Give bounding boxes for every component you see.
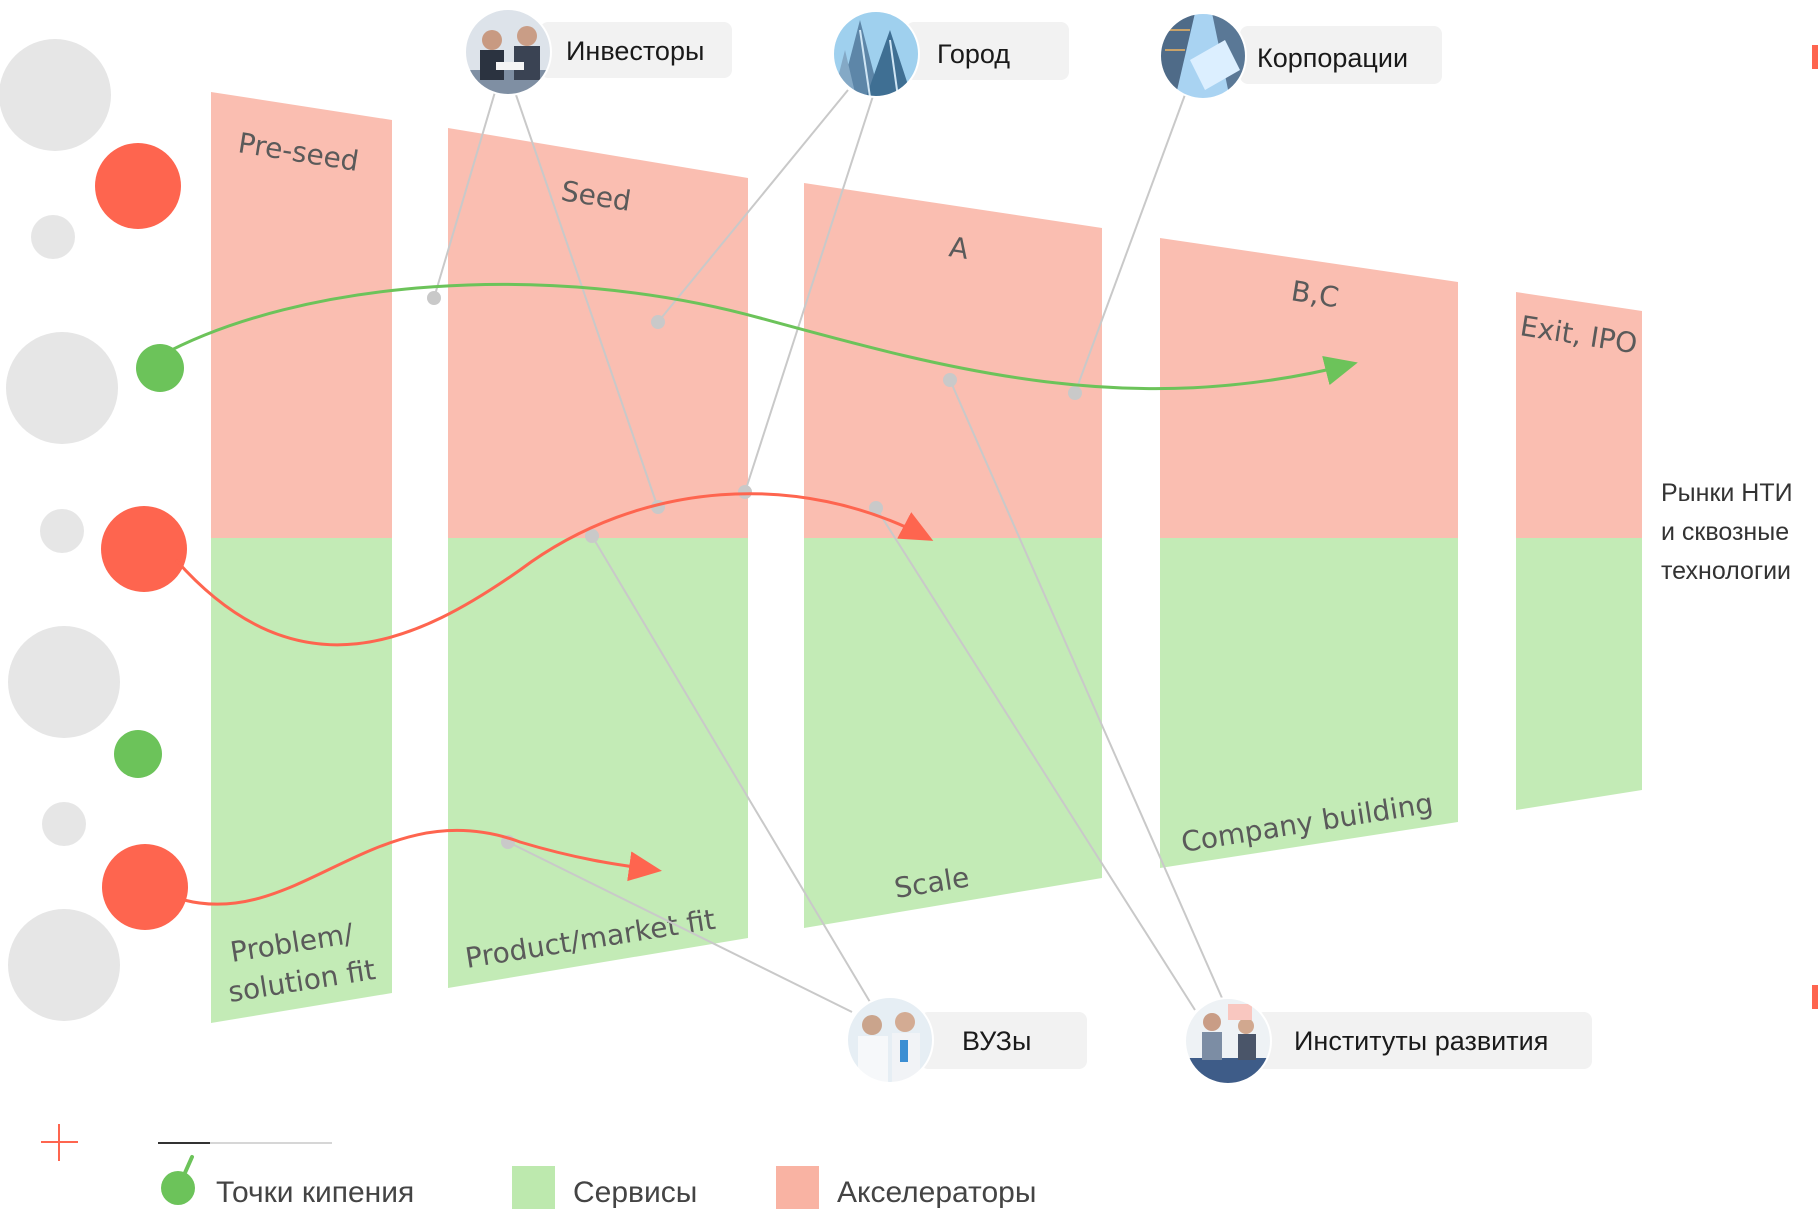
accelerator-panel (1516, 292, 1642, 538)
universities-photo-icon (847, 997, 933, 1083)
junction-dot (651, 315, 665, 329)
stage-seed (448, 128, 748, 988)
junction-dot (869, 501, 883, 515)
grey-dot (40, 509, 84, 553)
edge-marker (1812, 45, 1818, 69)
connector-line (514, 91, 659, 509)
actor-label-box (1256, 1012, 1592, 1069)
side-note-line: Рынки НТИ (1661, 479, 1793, 507)
red-dot (95, 143, 181, 229)
stage-label: B,C (1289, 274, 1341, 314)
plus-decoration (41, 1124, 78, 1161)
connector-line (949, 379, 1223, 999)
junction-dot (738, 485, 752, 499)
investors-photo-icon (465, 9, 551, 95)
city-photo-icon (833, 11, 919, 97)
service-panel (1516, 538, 1642, 810)
connector-line (657, 89, 849, 323)
actor-label: Инвесторы (566, 36, 704, 66)
grey-dot (31, 215, 75, 259)
actor-label: Корпорации (1257, 43, 1408, 73)
grey-dot (0, 39, 111, 151)
connector-lines (433, 89, 1223, 1013)
green-dot (136, 344, 184, 392)
development-institutes-photo-icon (1185, 998, 1271, 1084)
accelerator-panel (804, 183, 1102, 538)
accelerator-panel (1160, 238, 1458, 538)
services-legend-swatch (512, 1166, 555, 1209)
service-panel (211, 538, 392, 1023)
green-flow-arrow (159, 282, 1358, 391)
red-flow-arrow (183, 828, 662, 906)
junction-dot (427, 291, 441, 305)
actor-label-box (920, 1012, 1087, 1069)
stage-exit-ipo (1516, 292, 1642, 810)
legend-label: Точки кипения (216, 1176, 414, 1209)
points-legend-icon-stem (182, 1155, 194, 1177)
legend-label: Акселераторы (837, 1176, 1036, 1209)
accelerator-panel (211, 92, 392, 538)
accelerators-legend-swatch (776, 1166, 819, 1209)
side-note-line: технологии (1661, 557, 1791, 585)
stage-bc (1160, 238, 1458, 868)
actor-label: Город (937, 39, 1010, 69)
corporations-photo-icon (1160, 13, 1246, 99)
actor-label: ВУЗы (962, 1026, 1031, 1056)
decorative-circles (0, 39, 188, 1021)
actor-city: Город (832, 10, 1069, 98)
actor-corporations: Корпорации (1159, 12, 1442, 100)
connector-line (507, 841, 853, 1013)
edge-marker (1812, 985, 1818, 1009)
points-legend-icon (161, 1171, 195, 1205)
service-panel (1160, 538, 1458, 868)
connector-line (433, 91, 496, 299)
actor-label-box (1240, 26, 1442, 84)
connector-line (875, 507, 1196, 1011)
actor-universities: ВУЗы (846, 996, 1087, 1084)
actor-investors: Инвесторы (464, 8, 732, 96)
red-dot (102, 844, 188, 930)
actor-label-box (540, 22, 732, 78)
junction-dot (943, 373, 957, 387)
service-panel (804, 538, 1102, 928)
grey-dot (6, 332, 118, 444)
actor-label: Институты развития (1294, 1026, 1548, 1056)
actor-development-institutes: Институты развития (1184, 997, 1592, 1085)
legend: Точки кипения Сервисы Акселераторы (161, 1155, 1036, 1209)
connector-line (1074, 91, 1187, 394)
grey-dot (42, 802, 86, 846)
green-dot (114, 730, 162, 778)
service-panel (448, 538, 748, 988)
stage-a (804, 183, 1102, 928)
stage-pre-seed (211, 92, 392, 1023)
junction-dot (585, 529, 599, 543)
side-note: Рынки НТИ и сквозные технологии (1661, 479, 1793, 585)
junction-points (427, 291, 1082, 849)
connector-line (744, 95, 874, 493)
junction-dot (1068, 386, 1082, 400)
side-note-line: и сквозные (1661, 518, 1789, 546)
grey-dot (8, 626, 120, 738)
actor-label-box (906, 22, 1069, 80)
red-flow-arrow (174, 492, 934, 647)
connector-line (591, 535, 871, 1003)
red-dot (101, 506, 187, 592)
grey-dot (8, 909, 120, 1021)
legend-label: Сервисы (573, 1176, 697, 1209)
